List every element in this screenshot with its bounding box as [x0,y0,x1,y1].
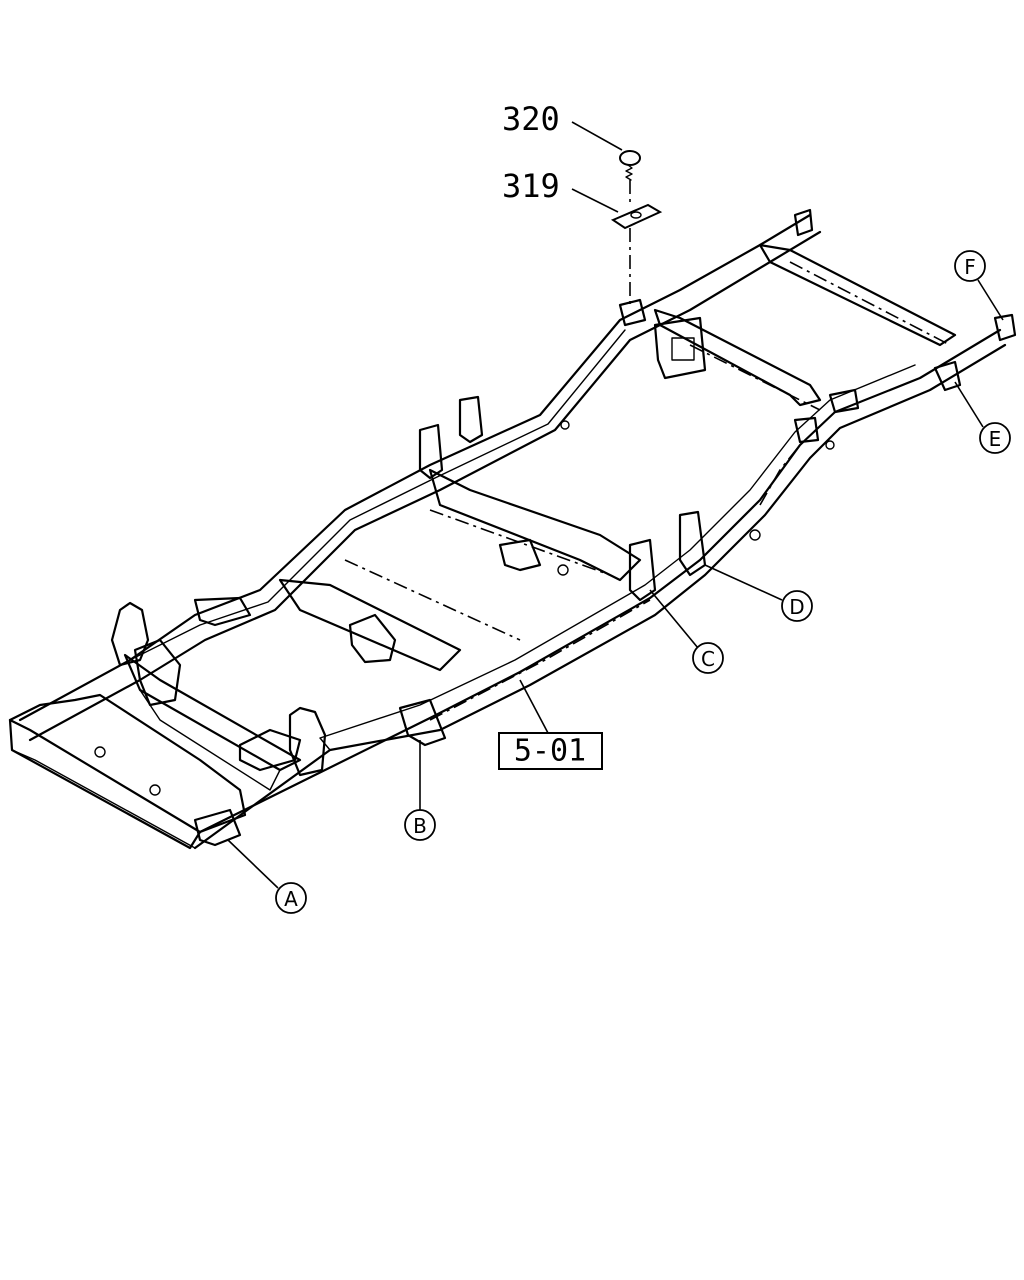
leader-e [954,381,984,428]
body-mount-c [628,538,657,602]
second-cross-member-lower [139,689,281,791]
leader-320 [571,121,623,151]
body-mount-d [678,510,707,577]
plate-mount-pad [618,298,647,327]
leader-d [704,564,783,601]
frame-hole-5 [825,440,835,450]
callout-f-label: F [964,255,976,279]
left-rail-hidden-line [429,599,651,721]
body-mount-b [398,698,447,747]
part-number-320: 320 [502,100,560,138]
rear-bracket-lower [793,416,820,444]
reference-box [498,732,603,770]
center-bracket [498,538,542,572]
center-cross-member [278,578,462,672]
rear-cross-member [653,308,822,407]
rear-spring-hanger-window [671,337,695,361]
left-rail-top-edge [198,328,1002,834]
chassis-frame-drawing [8,208,1017,850]
right-rail-top-edge [18,213,812,722]
callout-e-label: E [989,427,1002,451]
reference-box-label: 5-01 [514,734,586,769]
part-number-319: 319 [502,167,560,205]
rear-end-cross-member [758,243,957,347]
screw-320-thread [625,164,633,181]
rear-cross-member-hidden [689,344,821,411]
rear-mount-e [933,360,962,392]
mid-cross-member [428,468,642,582]
front-bumper-top [8,693,247,834]
callout-d-label: D [789,595,804,619]
frame-hole-3 [557,564,569,576]
front-left-spring-tower [288,706,327,777]
callout-b-label: B [413,814,427,838]
exploded-parts [610,150,663,305]
left-rail-lower-face [319,364,916,751]
body-mount-a [193,808,242,847]
rear-spring-hanger [653,316,707,380]
rear-bracket-mid [828,388,860,414]
frame-hole-4 [749,529,761,541]
leader-c [649,589,699,649]
body-mount-side-bracket [193,596,252,627]
callout-a-label: A [284,887,298,911]
mid-cross-member-hidden [429,509,611,576]
leader-319 [571,188,619,213]
rear-end-cross-member-hidden [789,261,951,346]
front-cross-member [8,718,202,850]
body-mount-upper-right [458,395,484,444]
leader-a [227,839,279,889]
front-right-spring-tower [110,601,150,667]
transmission-mount [348,613,397,664]
screw-320-head [619,150,641,166]
center-cross-member-hidden [344,559,521,641]
rear-bracket-upper [793,208,814,237]
callout-d-circle [781,590,813,622]
frame-hole-2 [149,784,161,796]
rear-rail-hidden-line [759,444,801,506]
second-cross-member [123,653,302,772]
callout-c-circle [692,642,724,674]
callout-a-circle [275,882,307,914]
right-rail-hidden-line [344,464,431,511]
leader-5-01 [519,679,549,734]
plate-319 [610,203,663,230]
leader-f [977,279,1004,321]
front-cross-member-face [11,749,196,849]
left-rail-bottom-edge [193,343,1007,850]
callout-c-label: C [701,647,715,671]
callout-b-circle [404,809,436,841]
body-mount-upper-left [418,423,444,480]
frame-hole-1 [94,746,106,758]
plate-319-hole [630,211,642,219]
right-rail-bottom-edge [28,230,822,742]
front-shock-bracket [133,638,182,707]
right-rail-inner-face [119,329,626,666]
frame-hole-6 [560,420,570,430]
front-lower-mount [238,728,302,772]
rear-mount-f [993,313,1017,342]
callout-e-circle [979,422,1011,454]
callout-f-circle [954,250,986,282]
